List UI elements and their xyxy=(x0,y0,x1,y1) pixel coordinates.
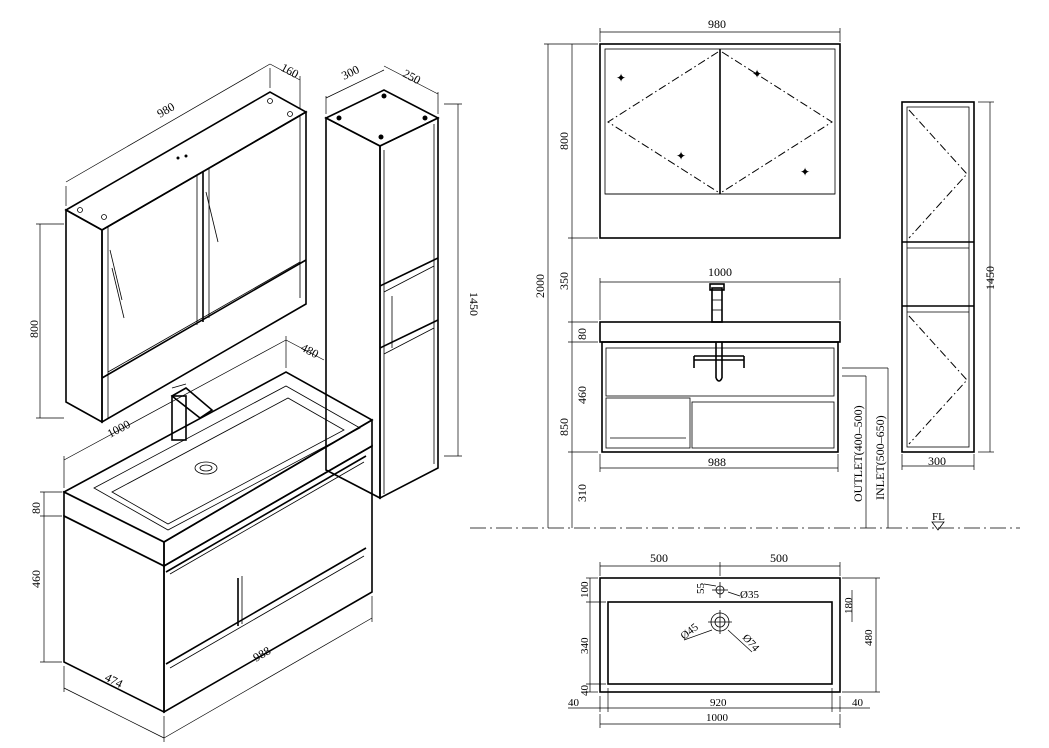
front-vanity xyxy=(599,283,841,453)
front-body-width-label: 988 xyxy=(708,455,726,469)
iso-cab-height-label: 800 xyxy=(27,320,41,338)
front-basin-height-label: 850 xyxy=(557,418,571,436)
iso-tall-depth-label: 300 xyxy=(339,62,361,82)
side-tall-cabinet xyxy=(901,101,994,470)
plan-tap-hole-label: Ø35 xyxy=(740,589,759,601)
plan-half-left-label: 500 xyxy=(650,551,668,565)
iso-tall-cabinet xyxy=(324,65,462,500)
front-mirror: ✦ ✦ ✦ ✦ xyxy=(599,43,841,239)
plan-basin-depth-label: 340 xyxy=(579,637,591,654)
iso-tall-height-label: 1450 xyxy=(467,292,481,316)
iso-tall-width-label: 250 xyxy=(401,66,423,87)
front-top-height-label: 80 xyxy=(575,328,589,340)
plan-drain-d1-label: Ø45 xyxy=(678,621,701,642)
iso-cab-depth-label: 160 xyxy=(279,60,301,81)
iso-vanity xyxy=(40,336,374,742)
plan-basin-top-label: 180 xyxy=(843,597,855,614)
iso-vanity-width-label: 1000 xyxy=(105,417,133,441)
front-gap-label: 350 xyxy=(557,272,571,290)
side-height-label: 1450 xyxy=(983,266,997,290)
front-total-height-label: 2000 xyxy=(533,274,547,298)
front-inlet-label: INLET(500–650) xyxy=(873,415,887,500)
front-floor-gap-label: 310 xyxy=(575,484,589,502)
plan-total-depth-label: 480 xyxy=(863,629,875,646)
front-mirror-height-label: 800 xyxy=(557,132,571,150)
plan-side-right-label: 40 xyxy=(852,697,864,709)
iso-vanity-depth-label: 480 xyxy=(299,340,321,361)
plan-inner-width-label: 920 xyxy=(710,697,727,709)
plan-total-width-label: 1000 xyxy=(706,712,729,724)
sparkle-icon: ✦ xyxy=(800,165,810,179)
plan-basin xyxy=(568,562,880,728)
front-mirror-width-label: 980 xyxy=(708,17,726,31)
iso-drawer-height-label: 460 xyxy=(29,570,43,588)
plan-side-left-label: 40 xyxy=(568,697,580,709)
iso-top-height-label: 80 xyxy=(29,502,43,514)
front-outlet-label: OUTLET(400–500) xyxy=(851,405,865,502)
plan-drain-d2-label: Ø74 xyxy=(740,632,762,654)
front-floor-label: FL xyxy=(932,511,945,523)
plan-top-margin-label: 100 xyxy=(579,581,591,598)
front-drawer-height-label: 460 xyxy=(575,386,589,404)
sparkle-icon: ✦ xyxy=(676,149,686,163)
plan-half-right-label: 500 xyxy=(770,551,788,565)
iso-body-width-label: 988 xyxy=(251,643,274,664)
iso-mirror-cabinet xyxy=(36,63,308,424)
front-vanity-width-label: 1000 xyxy=(708,265,732,279)
iso-cab-width-label: 980 xyxy=(155,99,178,120)
plan-tap-offset-label: 55 xyxy=(695,583,707,595)
iso-body-depth-label: 474 xyxy=(103,670,125,691)
front-dimensions xyxy=(470,28,1020,531)
side-width-label: 300 xyxy=(928,454,946,468)
plan-bottom-margin-label: 40 xyxy=(579,685,591,697)
sparkle-icon: ✦ xyxy=(616,71,626,85)
sparkle-icon: ✦ xyxy=(752,67,762,81)
